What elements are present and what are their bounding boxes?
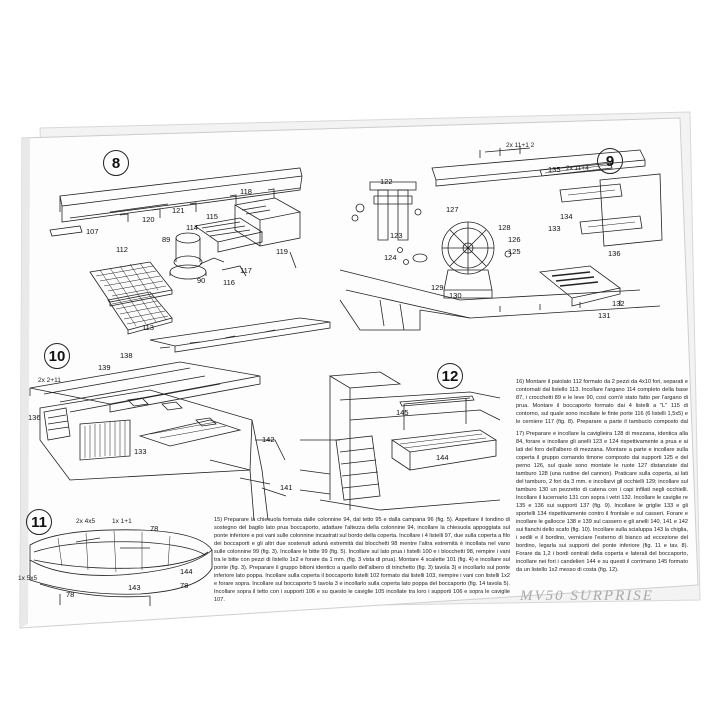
figure-number-8: 8	[103, 150, 129, 176]
part-label: 107	[86, 227, 99, 236]
part-label: 136	[28, 413, 41, 422]
part-label: 141	[280, 483, 293, 492]
instruction-step-17: 17) Preparare e incollare la caviglieira…	[516, 431, 688, 573]
figure-number-9: 9	[597, 148, 623, 174]
figure-number-12: 12	[437, 363, 463, 389]
part-label: 134	[560, 212, 573, 221]
part-label: 129	[431, 283, 444, 292]
dimension-label: 1x 1+1	[112, 518, 132, 525]
part-label: 89	[162, 235, 171, 244]
part-label: 124	[384, 253, 397, 262]
figure-8-drawing	[49, 167, 331, 353]
part-label: 115	[206, 212, 218, 221]
part-label: 126	[508, 235, 521, 244]
part-label: 113	[142, 323, 154, 332]
instruction-step-16: 16) Montare il paiolato 112 formato da 2…	[516, 379, 688, 425]
figure-number-10: 10	[44, 343, 70, 369]
part-label: 78	[180, 581, 189, 590]
dimension-label: 2x 2+11	[38, 377, 61, 384]
part-label: 123	[390, 231, 403, 240]
part-label: 118	[240, 187, 252, 196]
part-label: 119	[276, 247, 288, 256]
figure-9-drawing	[339, 146, 663, 331]
dimension-label: 2x 11+4	[566, 165, 589, 172]
dimension-label: 2x 4x5	[76, 518, 96, 525]
part-label: 117	[240, 266, 252, 275]
part-label: 133	[548, 224, 561, 233]
part-label: 78	[66, 590, 75, 599]
sheet-title: MV50 SURPRISE	[520, 588, 654, 604]
part-label: 125	[508, 247, 521, 256]
figure-12-drawing	[299, 371, 501, 511]
part-label: 135	[548, 165, 561, 174]
figure-number-11: 11	[26, 509, 52, 535]
part-label: 120	[142, 215, 155, 224]
part-label: 127	[446, 205, 459, 214]
part-label: 122	[380, 177, 393, 186]
instruction-step-15: 15) Preparare la chiesuola formata dalle…	[214, 517, 510, 602]
figure-11-drawing	[29, 529, 213, 606]
part-label: 128	[498, 223, 511, 232]
part-label: 114	[186, 223, 198, 232]
part-label: 138	[120, 351, 133, 360]
part-label: 133	[134, 447, 147, 456]
part-label: 132	[612, 299, 625, 308]
part-label: 130	[449, 291, 462, 300]
figure-10-drawing	[29, 361, 287, 521]
part-label: 116	[223, 278, 235, 287]
part-label: 142	[262, 435, 275, 444]
dimension-label: 2x 11+1 2	[506, 142, 535, 149]
part-label: 145	[396, 408, 409, 417]
part-label: 136	[608, 249, 621, 258]
part-label: 139	[98, 363, 111, 372]
part-label: 143	[128, 583, 141, 592]
part-label: 144	[436, 453, 449, 462]
part-label: 121	[172, 206, 185, 215]
part-label: 131	[598, 311, 611, 320]
part-label: 144	[180, 567, 193, 576]
part-label: 112	[116, 245, 128, 254]
part-label: 78	[150, 524, 159, 533]
dimension-label: 1x 5x5	[18, 575, 38, 582]
part-label: 90	[197, 276, 206, 285]
